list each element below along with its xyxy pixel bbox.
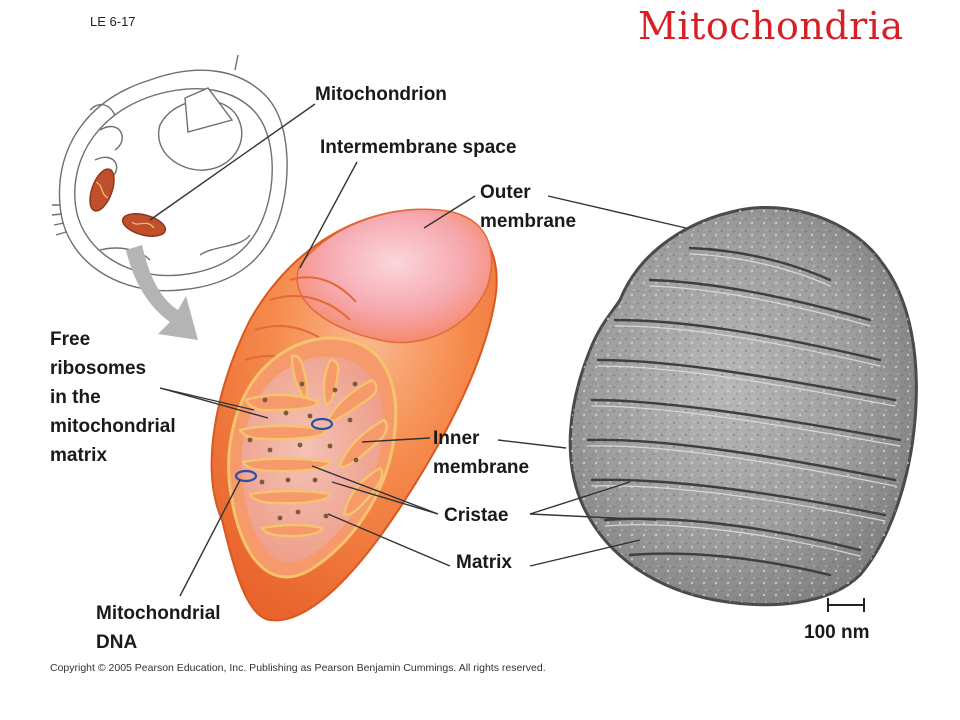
leader-lines — [149, 103, 687, 597]
label-inner-membrane-line2: membrane — [433, 457, 530, 478]
mtdna-ring — [234, 469, 258, 483]
slide-title: Mitochondria — [638, 4, 904, 48]
label-mitochondrial-dna-line2: DNA — [96, 632, 138, 653]
label-inner-membrane-line1: Inner — [433, 428, 480, 449]
label-mitochondrial-dna: Mitochondrial DNA — [96, 599, 221, 657]
copyright-notice: Copyright © 2005 Pearson Education, Inc.… — [50, 662, 546, 674]
label-free-ribosomes-line4: mitochondrial — [50, 416, 176, 437]
zoom-arrow — [126, 245, 198, 340]
cell-sketch — [51, 54, 288, 292]
label-free-ribosomes-line2: ribosomes — [50, 358, 147, 379]
scale-bar — [827, 598, 865, 612]
label-mitochondrial-dna-line1: Mitochondrial — [96, 603, 221, 624]
label-mitochondrion: Mitochondrion — [315, 84, 447, 105]
label-free-ribosomes: Free ribosomes in the mitochondrial matr… — [50, 325, 176, 470]
label-intermembrane-space: Intermembrane space — [320, 137, 517, 158]
mitochondrion-illustration — [210, 208, 498, 622]
mtdna-ring — [310, 417, 334, 431]
label-free-ribosomes-line3: in the — [50, 387, 101, 408]
label-inner-membrane: Inner membrane — [433, 424, 529, 482]
label-matrix: Matrix — [456, 552, 512, 573]
label-outer-membrane: Outer membrane — [480, 178, 576, 236]
label-outer-membrane-line1: Outer — [480, 182, 531, 203]
label-free-ribosomes-line5: matrix — [50, 445, 108, 466]
label-cristae: Cristae — [444, 505, 509, 526]
label-scale-bar: 100 nm — [804, 622, 870, 643]
slide-id: LE 6-17 — [90, 14, 136, 29]
label-free-ribosomes-line1: Free — [50, 329, 91, 350]
label-outer-membrane-line2: membrane — [480, 211, 577, 232]
electron-micrograph — [568, 205, 918, 607]
